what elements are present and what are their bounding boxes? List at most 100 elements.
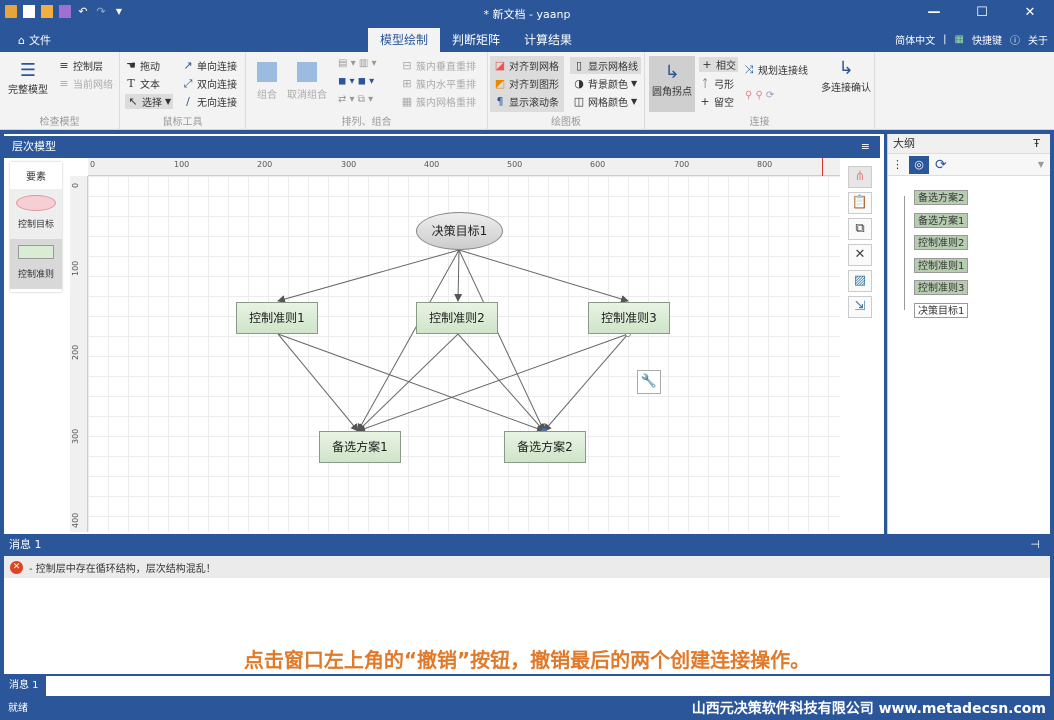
messages-tab[interactable]: 消息 1 bbox=[4, 676, 46, 696]
criterion-node-3[interactable]: 控制准则3 bbox=[588, 302, 670, 334]
control-layer-button[interactable]: ≡控制层 bbox=[59, 58, 103, 73]
intersect-option[interactable]: +相交 bbox=[699, 57, 738, 72]
full-model-button[interactable]: ☰ 完整模型 bbox=[8, 60, 48, 96]
delete-icon[interactable]: ✕ bbox=[848, 244, 872, 266]
messages-panel: 消息 1 ⊣ ✕ - 控制层中存在循环结构，层次结构混乱！ bbox=[4, 534, 1050, 674]
goal-node[interactable]: 决策目标1 bbox=[416, 212, 503, 250]
grid-layout-icon: ▦ bbox=[401, 94, 413, 108]
tab-model-drawing[interactable]: 模型绘制 bbox=[368, 28, 441, 52]
image-export-icon[interactable]: ▨ bbox=[848, 270, 872, 292]
ellipse-shape-icon bbox=[16, 195, 56, 211]
page-icon: ▯ bbox=[575, 58, 583, 72]
one-way-connect-button[interactable]: ↗单向连接 bbox=[183, 58, 237, 73]
panel-menu-icon[interactable]: ≡ bbox=[860, 140, 870, 153]
shortcuts-button[interactable]: 快捷键 bbox=[972, 36, 1002, 47]
vertical-ruler: 0 100 200 300 400 bbox=[70, 176, 88, 532]
outline-item[interactable]: 备选方案1 bbox=[914, 213, 969, 228]
group-button[interactable]: 组合 bbox=[252, 62, 282, 101]
snap-shape-icon: ◩ bbox=[494, 76, 506, 90]
ungroup-button[interactable]: 取消组合 bbox=[286, 62, 328, 101]
pin-icon[interactable]: ⊣ bbox=[1030, 538, 1040, 551]
criterion-node-1[interactable]: 控制准则1 bbox=[236, 302, 318, 334]
connector-edit-buttons[interactable]: ⚲ ⚲ ⟳ bbox=[745, 90, 775, 101]
outline-item[interactable]: 控制准则3 bbox=[914, 280, 969, 295]
message-row[interactable]: ✕ - 控制层中存在循环结构，层次结构混乱！ bbox=[4, 556, 1050, 578]
refresh-icon[interactable]: ⟳ bbox=[935, 156, 947, 173]
text-icon: T bbox=[127, 76, 135, 90]
multi-connect-confirm-button[interactable]: ↳多连接确认 bbox=[821, 58, 871, 94]
v-rearrange-button[interactable]: ⊟簇内垂直重排 bbox=[402, 58, 476, 73]
drawing-canvas[interactable]: 决策目标1 控制准则1 控制准则2 控制准则3 备选方案1 备选方案2 bbox=[88, 176, 840, 532]
pin-icon[interactable]: Ŧ bbox=[1033, 137, 1040, 150]
snap-to-shape-toggle[interactable]: ◩对齐到图形 bbox=[494, 76, 559, 91]
maximize-button[interactable]: ☐ bbox=[976, 5, 988, 20]
panel-header: 层次模型 ≡ bbox=[4, 136, 880, 158]
alternative-node-2[interactable]: 备选方案2 bbox=[504, 431, 586, 463]
align-left-dropdown[interactable]: ▤ ▾ ▥ ▾ bbox=[338, 58, 377, 69]
outline-item[interactable]: 控制准则1 bbox=[914, 258, 969, 273]
plan-lines-button[interactable]: ⤨规划连接线 bbox=[744, 62, 808, 77]
undirected-connect-button[interactable]: ∕无向连接 bbox=[182, 94, 237, 109]
new-document-icon[interactable] bbox=[23, 5, 35, 18]
bg-color-dropdown[interactable]: ◑背景颜色▼ bbox=[574, 76, 638, 91]
window-title: * 新文档 - yaanp bbox=[483, 8, 571, 21]
grid-color-icon: ◫ bbox=[573, 94, 585, 108]
group-check-model: ☰ 完整模型 ≡控制层 ≡当前网络 检查模型 bbox=[0, 52, 120, 130]
show-scrollbar-toggle[interactable]: ¶显示滚动条 bbox=[494, 94, 560, 109]
snap-options-highlight bbox=[490, 56, 564, 112]
messages-header: 消息 1 ⊣ bbox=[4, 534, 1050, 556]
customize-qat-icon[interactable]: ▼ bbox=[115, 7, 123, 16]
language-select[interactable]: 简体中文 bbox=[895, 36, 936, 47]
chevron-down-icon: ▼ bbox=[165, 97, 172, 106]
close-button[interactable]: ✕ bbox=[1024, 5, 1036, 20]
bring-front-dropdown[interactable]: ◼ ▾ ◼ ▾ bbox=[338, 76, 375, 87]
snap-to-grid-toggle[interactable]: ◪对齐到网格 bbox=[494, 58, 559, 73]
show-gridlines-toggle[interactable]: ▯显示网格线 bbox=[570, 57, 641, 74]
tab-calc-results[interactable]: 计算结果 bbox=[524, 33, 573, 47]
two-way-connect-button[interactable]: ⤢双向连接 bbox=[183, 76, 237, 91]
toolbox-item-control-goal[interactable]: 控制目标 bbox=[10, 189, 62, 239]
outline-item[interactable]: 备选方案2 bbox=[914, 190, 969, 205]
image-save-icon[interactable]: ⇲ bbox=[848, 296, 872, 318]
h-rearrange-button[interactable]: ⊞簇内水平重排 bbox=[402, 76, 476, 91]
dropdown-icon[interactable]: ▼ bbox=[1037, 160, 1044, 169]
file-menu-button[interactable]: ⌂ 文件 bbox=[18, 32, 51, 48]
redo-icon[interactable]: ↷ bbox=[96, 5, 106, 18]
about-button[interactable]: 关于 bbox=[1028, 36, 1048, 47]
undo-icon[interactable]: ↶ bbox=[78, 5, 88, 18]
copy-icon[interactable]: ⧉ bbox=[848, 218, 872, 240]
line-icon: ∕ bbox=[186, 94, 190, 108]
round-corner-button[interactable]: ↳圆角拐点 bbox=[649, 56, 695, 112]
grid-color-dropdown[interactable]: ◫网格颜色▼ bbox=[573, 94, 638, 109]
app-icon bbox=[5, 5, 17, 18]
outline-item[interactable]: 控制准则2 bbox=[914, 235, 969, 250]
two-way-arrow-icon: ⤢ bbox=[183, 76, 193, 90]
flip-dropdown[interactable]: ⇄ ▾ ⧉ ▾ bbox=[338, 94, 374, 105]
grid-rearrange-button[interactable]: ▦簇内网格重排 bbox=[401, 94, 476, 109]
paste-icon[interactable]: 📋 bbox=[848, 192, 872, 214]
cursor-icon: ↖ bbox=[128, 94, 138, 108]
minimize-button[interactable]: — bbox=[927, 5, 941, 20]
criterion-node-2[interactable]: 控制准则2 bbox=[416, 302, 498, 334]
drag-tool-button[interactable]: ☚拖动 bbox=[126, 58, 160, 73]
gap-option[interactable]: +留空 bbox=[700, 94, 734, 109]
select-tool-button[interactable]: ↖选择▼ bbox=[125, 94, 174, 109]
toolbox-item-control-criterion[interactable]: 控制准则 bbox=[10, 239, 62, 289]
wrench-icon[interactable]: 🔧 bbox=[637, 370, 661, 394]
tutorial-caption: 点击窗口左上角的“撤销”按钮，撤销最后的两个创建连接操作。 bbox=[243, 648, 811, 672]
hand-icon: ☚ bbox=[126, 58, 136, 72]
save-icon[interactable] bbox=[59, 5, 71, 18]
alternative-node-1[interactable]: 备选方案1 bbox=[319, 431, 401, 463]
hierarchy-layout-icon[interactable]: ⋔ bbox=[848, 166, 872, 188]
shuffle-icon: ⤨ bbox=[744, 62, 754, 76]
tab-judgment-matrix[interactable]: 判断矩阵 bbox=[452, 33, 501, 47]
tree-view-icon[interactable]: ◎ bbox=[909, 155, 929, 174]
outline-item[interactable]: 决策目标1 bbox=[914, 303, 969, 318]
chevron-down-icon: ▼ bbox=[631, 97, 638, 106]
canvas-side-toolbar: ⋔ 📋 ⧉ ✕ ▨ ⇲ bbox=[845, 162, 875, 326]
current-network-button[interactable]: ≡当前网络 bbox=[59, 76, 113, 91]
open-folder-icon[interactable] bbox=[41, 5, 53, 18]
